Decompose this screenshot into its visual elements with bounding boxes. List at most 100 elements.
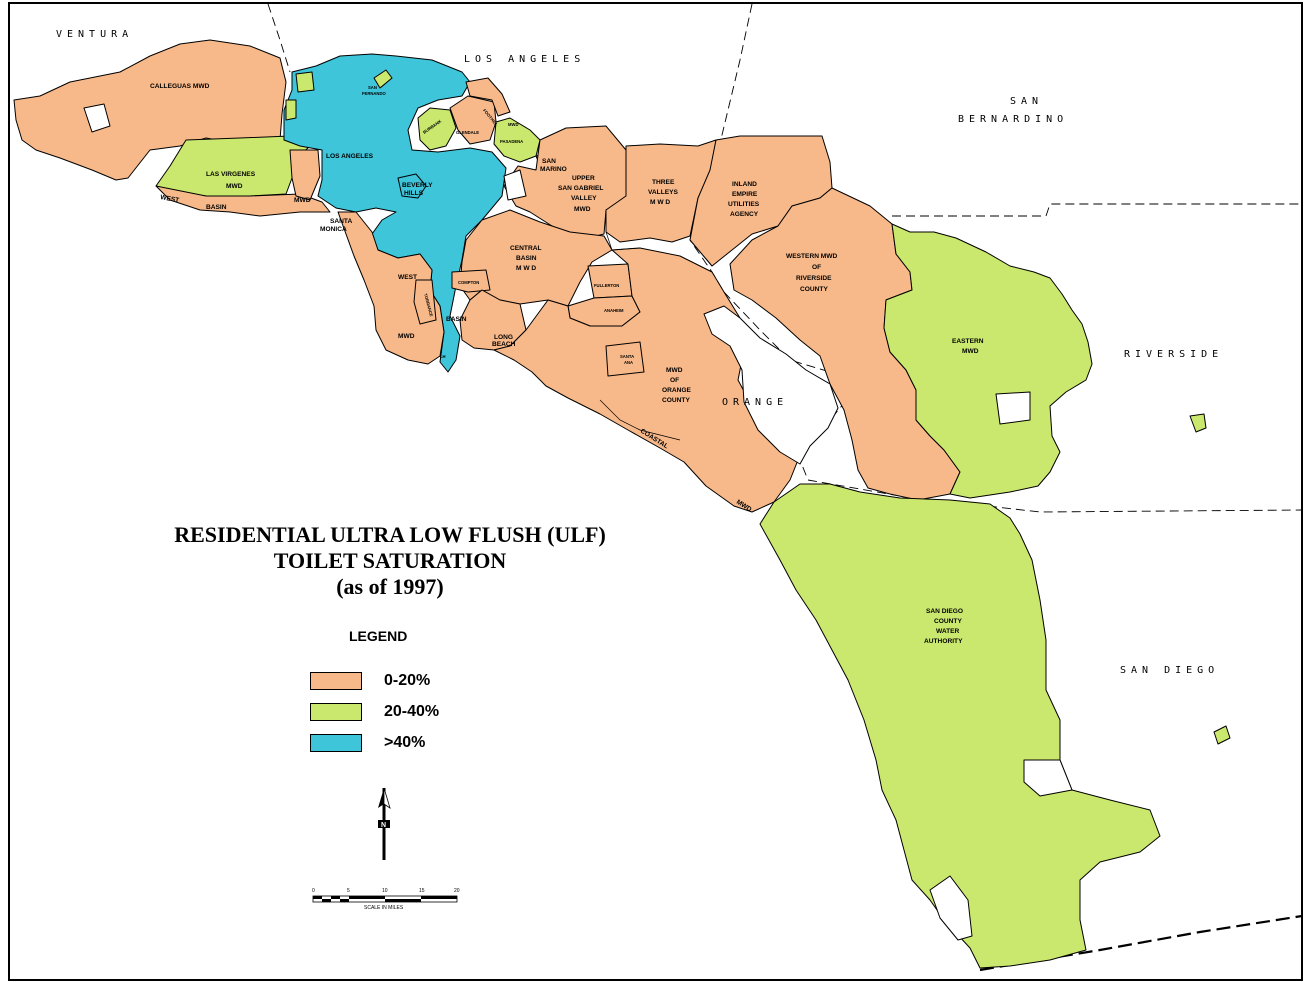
label-moc-3: ORANGE bbox=[662, 387, 692, 394]
label-central-3: M W D bbox=[516, 265, 536, 272]
district-santa-ana bbox=[605, 341, 645, 377]
label-inland-4: AGENCY bbox=[730, 211, 759, 218]
white-area-orange-riv bbox=[703, 305, 839, 465]
legend-item-over-40: >40% bbox=[310, 733, 425, 753]
county-boundary-sb-riv bbox=[892, 203, 1302, 217]
district-compton bbox=[451, 269, 491, 293]
district-glendale bbox=[449, 95, 497, 145]
white-area-ventura bbox=[83, 103, 111, 133]
north-label: N bbox=[381, 822, 386, 829]
legend-label: 20-40% bbox=[384, 703, 440, 720]
legend-swatch-orange bbox=[310, 672, 362, 690]
label-western-1: WESTERN MWD bbox=[786, 253, 838, 260]
label-santa-monica-2: MONICA bbox=[320, 226, 347, 233]
map-border bbox=[8, 2, 1303, 981]
label-basin: BASIN bbox=[446, 316, 467, 323]
label-beverly-2: HILLS bbox=[404, 190, 424, 197]
district-eastern-mwd bbox=[883, 223, 1093, 499]
label-los-angeles: LOS ANGELES bbox=[326, 153, 374, 160]
label-upper-3: VALLEY bbox=[571, 195, 597, 202]
county-label-san-diego: SAN DIEGO bbox=[1120, 665, 1219, 676]
label-santa-ana-1: SANTA bbox=[620, 354, 634, 359]
legend-label: 0-20% bbox=[384, 672, 431, 689]
label-foothill-mwd: MWD bbox=[508, 122, 518, 127]
county-boundary-riv-sd bbox=[807, 479, 1303, 513]
label-three-1: THREE bbox=[652, 179, 675, 186]
scale-tick-15: 15 bbox=[419, 888, 425, 894]
label-western-2: OF bbox=[812, 264, 821, 271]
parcel-san-diego-east bbox=[1213, 725, 1231, 745]
label-pasadena: PASADENA bbox=[500, 139, 523, 144]
scale-tick-20: 20 bbox=[454, 888, 460, 894]
label-san-marino-2: MARINO bbox=[540, 166, 567, 173]
label-torrance: TORRANCE bbox=[423, 293, 434, 317]
label-lb-2: BEACH bbox=[492, 341, 516, 348]
label-lh: LH bbox=[440, 354, 446, 359]
district-orange-la-west bbox=[289, 149, 321, 201]
county-boundary-ventura-la bbox=[267, 3, 291, 73]
district-torrance bbox=[413, 279, 437, 325]
title-line-2: TOILET SATURATION bbox=[273, 548, 507, 573]
label-eastern-2: MWD bbox=[962, 348, 979, 355]
district-burbank bbox=[417, 107, 457, 151]
inner-boundary-3 bbox=[599, 399, 681, 441]
parcel-riverside-east bbox=[1189, 413, 1207, 433]
label-santa-ana-2: ANA bbox=[624, 360, 633, 365]
label-anaheim: ANAHEIM bbox=[604, 308, 624, 313]
label-santa-monica-1: SANTA bbox=[330, 218, 352, 225]
label-central-1: CENTRAL bbox=[510, 245, 542, 252]
district-west-basin-strip bbox=[155, 185, 331, 217]
scale-bar: 0 5 10 15 20 SCALE IN MILES bbox=[312, 888, 460, 911]
district-san-diego-cwa bbox=[759, 483, 1161, 969]
scale-tick-0: 0 bbox=[312, 888, 315, 894]
label-west-basin-w: WEST bbox=[160, 194, 180, 204]
label-moc-2: OF bbox=[670, 377, 679, 384]
legend-heading: LEGEND bbox=[349, 628, 408, 644]
label-sd-1: SAN DIEGO bbox=[926, 608, 963, 615]
label-inland-2: EMPIRE bbox=[732, 191, 758, 198]
legend-item-0-20: 0-20% bbox=[310, 671, 430, 691]
label-compton: COMPTON bbox=[458, 280, 479, 285]
legend-swatch-green bbox=[310, 703, 362, 721]
label-eastern-1: EASTERN bbox=[952, 338, 984, 345]
label-west-basin-mwd: MWD bbox=[294, 197, 311, 204]
white-area-sd-gap bbox=[1023, 759, 1073, 797]
label-las-virgenes-1: LAS VIRGENES bbox=[206, 171, 256, 178]
title-line-1: RESIDENTIAL ULTRA LOW FLUSH (ULF) bbox=[174, 522, 606, 547]
white-area-sfv bbox=[503, 169, 527, 201]
label-fullerton: FULLERTON bbox=[594, 283, 619, 288]
district-west-basin-south bbox=[337, 211, 445, 365]
district-fullerton bbox=[587, 263, 633, 299]
district-los-angeles bbox=[283, 53, 507, 373]
label-moc-4: COUNTY bbox=[662, 397, 690, 404]
district-green-bit-1 bbox=[295, 71, 315, 93]
label-san-marino-1: SAN bbox=[542, 158, 556, 165]
label-upper-4: MWD bbox=[574, 206, 591, 213]
label-upper-2: SAN GABRIEL bbox=[558, 185, 603, 192]
label-three-2: VALLEYS bbox=[648, 189, 679, 196]
county-label-bernardino: BERNARDINO bbox=[958, 114, 1068, 125]
label-sd-4: AUTHORITY bbox=[924, 638, 963, 645]
label-sd-2: COUNTY bbox=[934, 618, 962, 625]
legend-swatch-blue bbox=[310, 734, 362, 752]
inner-boundary-1 bbox=[605, 231, 641, 251]
legend-item-20-40: 20-40% bbox=[310, 702, 439, 722]
scale-tick-5: 5 bbox=[347, 888, 350, 894]
label-glendale: GLENDALE bbox=[456, 130, 479, 135]
label-upper-1: UPPER bbox=[572, 175, 595, 182]
label-lb-1: LONG bbox=[494, 334, 513, 341]
scale-tick-10: 10 bbox=[382, 888, 388, 894]
district-beverly-hills bbox=[397, 173, 427, 199]
county-label-orange: ORANGE bbox=[722, 397, 788, 408]
label-las-virgenes-2: MWD bbox=[226, 183, 243, 190]
label-western-4: COUNTY bbox=[800, 286, 828, 293]
label-inland-1: INLAND bbox=[732, 181, 757, 188]
county-label-los-angeles: LOS ANGELES bbox=[464, 54, 585, 65]
label-west-basin-b: BASIN bbox=[206, 204, 227, 211]
north-arrow-icon: N bbox=[378, 787, 391, 860]
label-san-fernando-2: FERNANDO bbox=[362, 91, 386, 96]
label-beverly-1: BEVERLY bbox=[402, 182, 433, 189]
white-area-eastern-gap bbox=[995, 391, 1031, 425]
legend-label: >40% bbox=[384, 734, 426, 751]
